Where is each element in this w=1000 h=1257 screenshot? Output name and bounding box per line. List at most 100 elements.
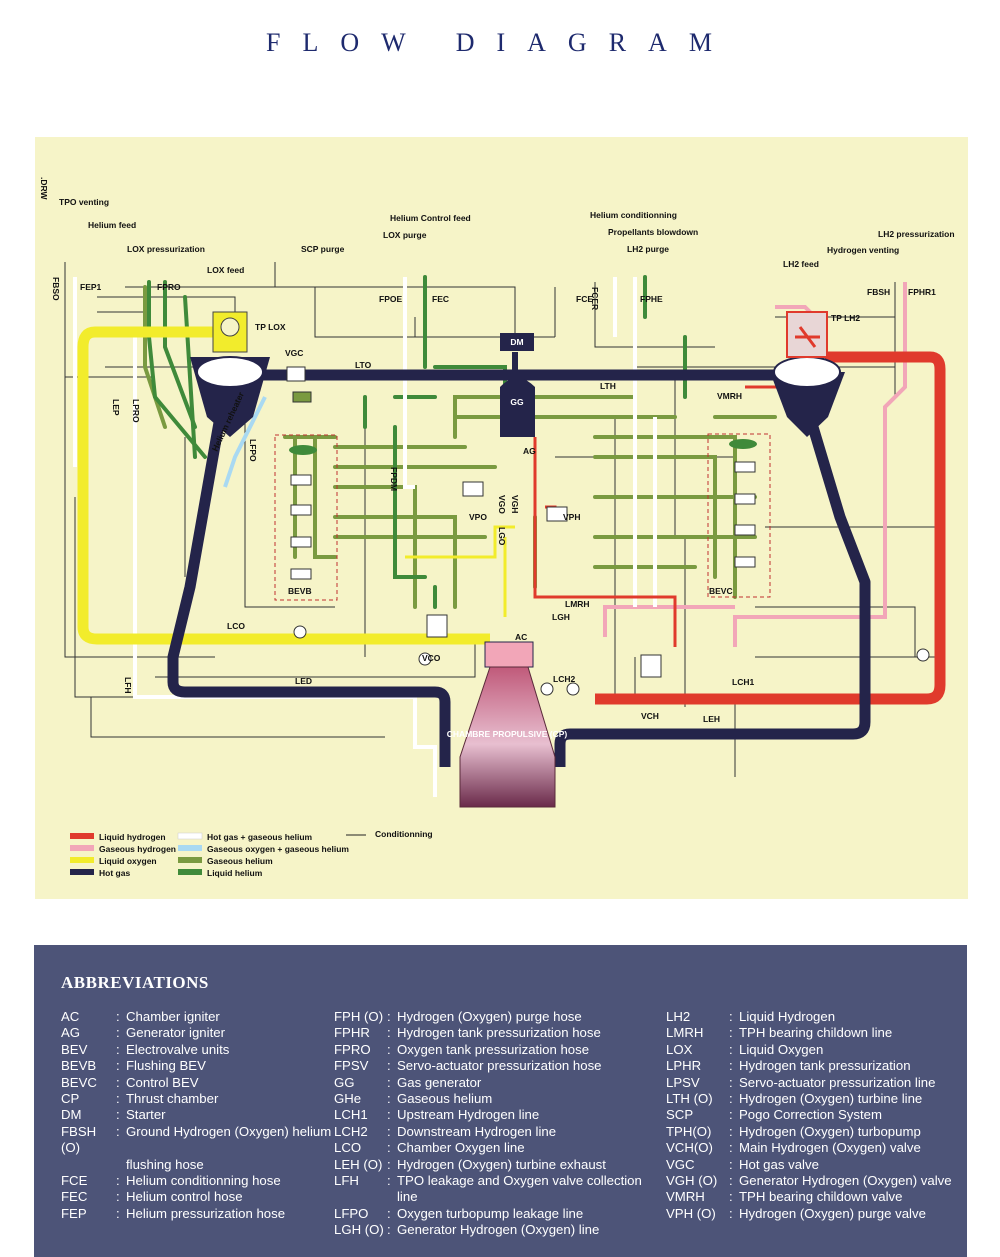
abbr-code: BEVC bbox=[61, 1074, 97, 1090]
abbr-colon: : bbox=[116, 1074, 120, 1090]
label-tpo-venting: TPO venting bbox=[59, 197, 109, 207]
abbr-colon: : bbox=[116, 1009, 120, 1024]
label-vgo: VGO bbox=[497, 495, 507, 514]
abbr-row: AG:Generator igniter bbox=[61, 1025, 336, 1041]
abbr-desc: Pogo Correction System bbox=[739, 1107, 882, 1123]
gaseous-oxygen-helium-lines bbox=[223, 396, 267, 488]
dm-label: DM bbox=[510, 337, 523, 347]
label-vgc: VGC bbox=[285, 348, 303, 358]
abbr-code: FEP bbox=[61, 1205, 87, 1221]
abbr-code: LPSV bbox=[666, 1074, 700, 1090]
abbr-code: LPHR bbox=[666, 1058, 702, 1074]
abbr-colon: : bbox=[729, 1074, 733, 1090]
abbr-desc: Electrovalve units bbox=[126, 1041, 230, 1057]
abbr-desc: Servo-actuator pressurization hose bbox=[397, 1058, 602, 1074]
abbr-desc: Ground Hydrogen (Oxygen) helium bbox=[126, 1123, 332, 1139]
abbr-row: LCO: Chamber Oxygen line bbox=[334, 1140, 664, 1156]
label-lfpo: LFPO bbox=[248, 439, 258, 462]
label-ac: AC bbox=[515, 632, 527, 642]
label-fpdm: FPDM bbox=[389, 467, 399, 491]
abbr-code: LTH (O) bbox=[666, 1091, 713, 1107]
abbr-desc: Thrust chamber bbox=[126, 1091, 219, 1107]
abbr-row: FPH (O):Hydrogen (Oxygen) purge hose bbox=[334, 1009, 664, 1025]
abbr-desc: Liquid Hydrogen bbox=[739, 1009, 836, 1024]
label-vpo: VPO bbox=[469, 512, 487, 522]
legend-label-1: Gaseous hydrogen bbox=[99, 844, 176, 854]
label-lto: LTO bbox=[355, 360, 372, 370]
legend-label-6: Gaseous helium bbox=[207, 856, 273, 866]
abbr-code: VGH (O) bbox=[666, 1173, 718, 1189]
abbr-colon: : bbox=[729, 1025, 733, 1041]
flow-diagram: DM GG bbox=[35, 137, 968, 899]
label-tp-lox: TP LOX bbox=[255, 322, 286, 332]
label-lth: LTH bbox=[600, 381, 616, 391]
abbr-row: VPH (O):Hydrogen (Oxygen) purge valve bbox=[666, 1206, 961, 1222]
label-fphr1: FPHR1 bbox=[908, 287, 936, 297]
abbr-row: LGH (O):Generator Hydrogen (Oxygen) line bbox=[334, 1222, 664, 1238]
abbr-code: FPHR bbox=[334, 1025, 370, 1041]
abbr-desc: Helium conditionning hose bbox=[126, 1173, 281, 1189]
abbr-code: VGC bbox=[666, 1156, 695, 1172]
legend-swatch-5 bbox=[178, 845, 202, 851]
abbr-desc: Hydrogen tank pressurization hose bbox=[397, 1025, 601, 1041]
abbr-desc: Chamber Oxygen line bbox=[397, 1140, 525, 1156]
abbr-code: LCH2 bbox=[334, 1123, 368, 1139]
abbr-desc: TPO leakage and Oxygen valve collection … bbox=[397, 1173, 642, 1205]
legend-swatch-4 bbox=[177, 832, 203, 840]
label-helium-conditionning: Helium conditionning bbox=[590, 210, 677, 220]
label-bevc: BEVC bbox=[709, 586, 733, 596]
abbr-desc: Hydrogen (Oxygen) turbine exhaust bbox=[397, 1156, 606, 1172]
abbr-colon: : bbox=[116, 1025, 120, 1041]
abbr-code: LCO bbox=[334, 1140, 362, 1156]
label-vch: VCH bbox=[641, 711, 659, 721]
abbr-code: FPRO bbox=[334, 1041, 371, 1057]
abbr-desc: Chamber igniter bbox=[126, 1009, 220, 1024]
label-fpoe: FPOE bbox=[379, 294, 402, 304]
label-side-tag: .DRW bbox=[39, 177, 49, 200]
abbr-row: VGC: Hot gas valve bbox=[666, 1157, 961, 1173]
abbr-row: LH2:Liquid Hydrogen bbox=[666, 1009, 961, 1025]
label-vmrh: VMRH bbox=[717, 391, 742, 401]
gg-label: GG bbox=[510, 397, 524, 407]
legend-label-5: Gaseous oxygen + gaseous helium bbox=[207, 844, 349, 854]
label-leh: LEH bbox=[703, 714, 720, 724]
flow-diagram-svg: DM GG bbox=[39, 177, 955, 878]
abbr-colon: : bbox=[729, 1156, 733, 1172]
abbr-code: VMRH bbox=[666, 1189, 705, 1205]
label-lh2-feed: LH2 feed bbox=[783, 259, 819, 269]
abbr-colon: : bbox=[387, 1140, 391, 1156]
abbreviations-column-2: FPH (O):Hydrogen (Oxygen) purge hose FPH… bbox=[334, 1009, 664, 1239]
legend-label-7: Liquid helium bbox=[207, 868, 263, 878]
abbr-row: BEV:Electrovalve units bbox=[61, 1042, 336, 1058]
label-lco: LCO bbox=[227, 621, 245, 631]
label-hydrogen-venting: Hydrogen venting bbox=[827, 245, 899, 255]
abbr-code: LFH bbox=[334, 1173, 359, 1189]
abbr-colon: : bbox=[729, 1189, 733, 1205]
abbr-desc: Hot gas valve bbox=[739, 1156, 819, 1172]
label-helium-feed: Helium feed bbox=[88, 220, 136, 230]
abbr-desc: Helium pressurization hose bbox=[126, 1205, 286, 1221]
abbr-colon: : bbox=[387, 1091, 391, 1107]
abbr-desc: flushing hose bbox=[126, 1156, 204, 1172]
abbr-row: FEC: Helium control hose bbox=[61, 1189, 336, 1205]
abbr-desc: Helium control hose bbox=[126, 1189, 243, 1205]
starter-box bbox=[500, 333, 534, 351]
abbr-code: BEVB bbox=[61, 1058, 97, 1074]
legend-label-0: Liquid hydrogen bbox=[99, 832, 166, 842]
abbr-code: FEC bbox=[61, 1189, 88, 1205]
abbr-code: LFPO bbox=[334, 1205, 369, 1221]
abbr-desc: Generator Hydrogen (Oxygen) line bbox=[397, 1222, 600, 1238]
abbr-code: DM bbox=[61, 1107, 82, 1123]
chamber-label: CHAMBRE PROPULSIVE (CP) bbox=[447, 729, 568, 739]
label-lh2-pressurization: LH2 pressurization bbox=[878, 229, 955, 239]
abbr-colon: : bbox=[387, 1058, 391, 1074]
abbr-row: CP:Thrust chamber bbox=[61, 1091, 336, 1107]
abbr-code: AG bbox=[61, 1025, 81, 1041]
label-ag: AG bbox=[523, 446, 536, 456]
page-title: FLOW DIAGRAM bbox=[266, 28, 734, 57]
label-vph: VPH bbox=[563, 512, 580, 522]
abbr-colon: : bbox=[116, 1189, 120, 1205]
label-lox-purge: LOX purge bbox=[383, 230, 427, 240]
label-vco: VCO bbox=[422, 653, 441, 663]
abbr-row: LEH (O):Hydrogen (Oxygen) turbine exhaus… bbox=[334, 1157, 664, 1173]
